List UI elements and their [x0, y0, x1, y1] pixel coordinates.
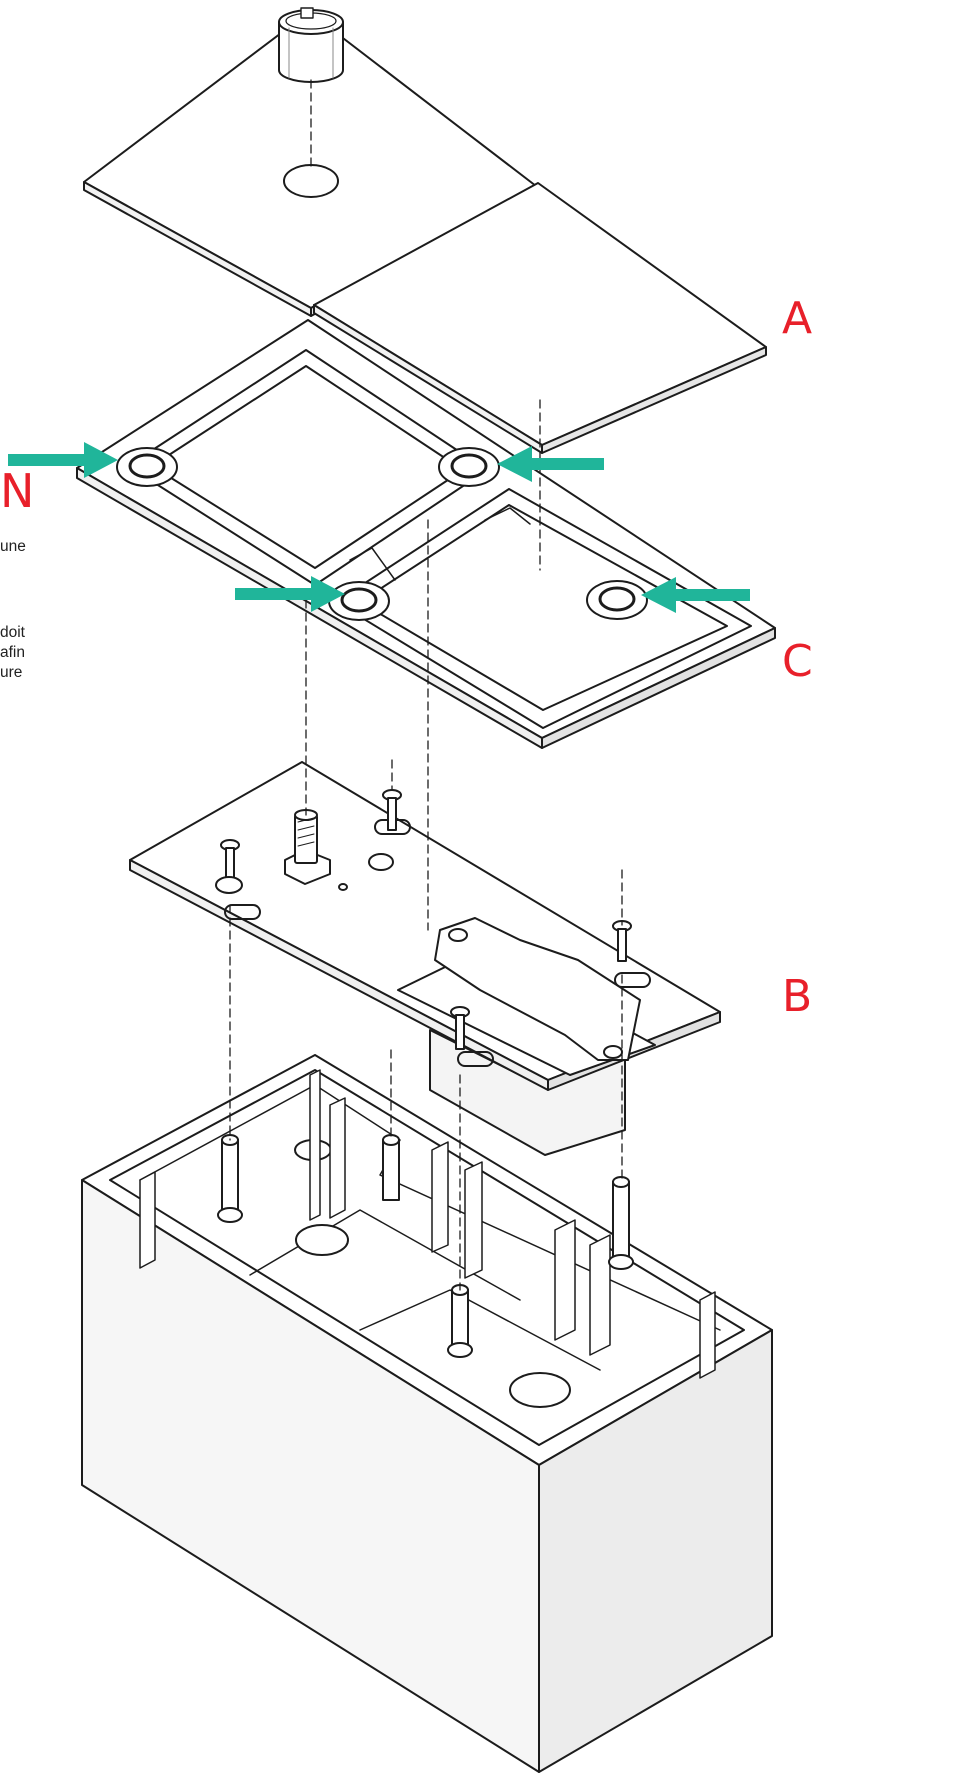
knob-hole	[283, 164, 339, 198]
mounting-plate-assembly	[129, 761, 721, 1156]
side-note-line-1: une	[0, 538, 26, 555]
plate-screws	[215, 789, 632, 1050]
side-note-line-4: ure	[0, 664, 23, 681]
side-note-line-2: doit	[0, 624, 25, 641]
assembly-guide-lines	[229, 79, 623, 1291]
teal-arrows	[8, 442, 750, 613]
box-front-right-wall	[538, 1329, 773, 1773]
cover-plates-assembly	[83, 7, 767, 454]
teal-arrow-icon	[497, 446, 604, 482]
teal-arrow-icon	[8, 442, 118, 478]
back-box	[81, 1054, 773, 1773]
teal-arrow-icon	[641, 577, 750, 613]
teal-arrow-icon	[235, 576, 345, 612]
double-frame	[76, 319, 776, 749]
label-b: B	[782, 971, 813, 1022]
mounting-bracket	[434, 917, 641, 1061]
label-a: A	[782, 293, 813, 344]
knob	[278, 7, 344, 83]
cutoff-heading-glyph: N	[0, 464, 35, 518]
side-note-line-3: afin	[0, 644, 25, 661]
frame-screw-holes	[116, 447, 648, 621]
label-c: C	[782, 636, 813, 687]
